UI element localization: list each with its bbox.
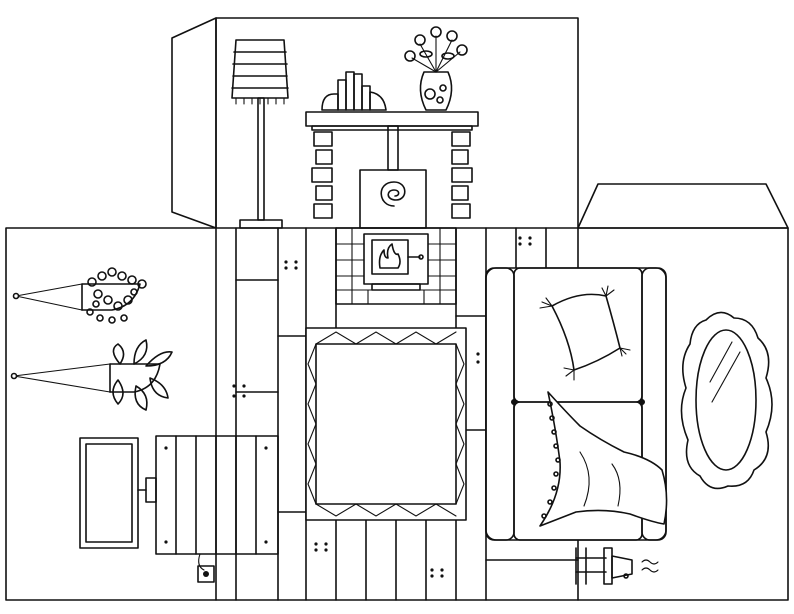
pillow-icon: [540, 286, 630, 380]
floor-lamp-icon: [232, 40, 288, 228]
blanket-icon: [540, 392, 667, 526]
book-stack-icon: [322, 72, 386, 110]
wood-stove-icon: [306, 112, 478, 304]
side-table-icon: [156, 436, 278, 570]
mirror-icon: [681, 312, 772, 488]
side-table-icon: [576, 548, 658, 584]
wall-socket-icon: [198, 566, 214, 582]
flower-vase-icon: [405, 27, 467, 110]
hanging-plant-icon: [14, 268, 147, 323]
hanging-plant-icon: [12, 340, 173, 410]
wall-shelf-icon: [80, 438, 156, 548]
rug-icon: [306, 328, 466, 520]
